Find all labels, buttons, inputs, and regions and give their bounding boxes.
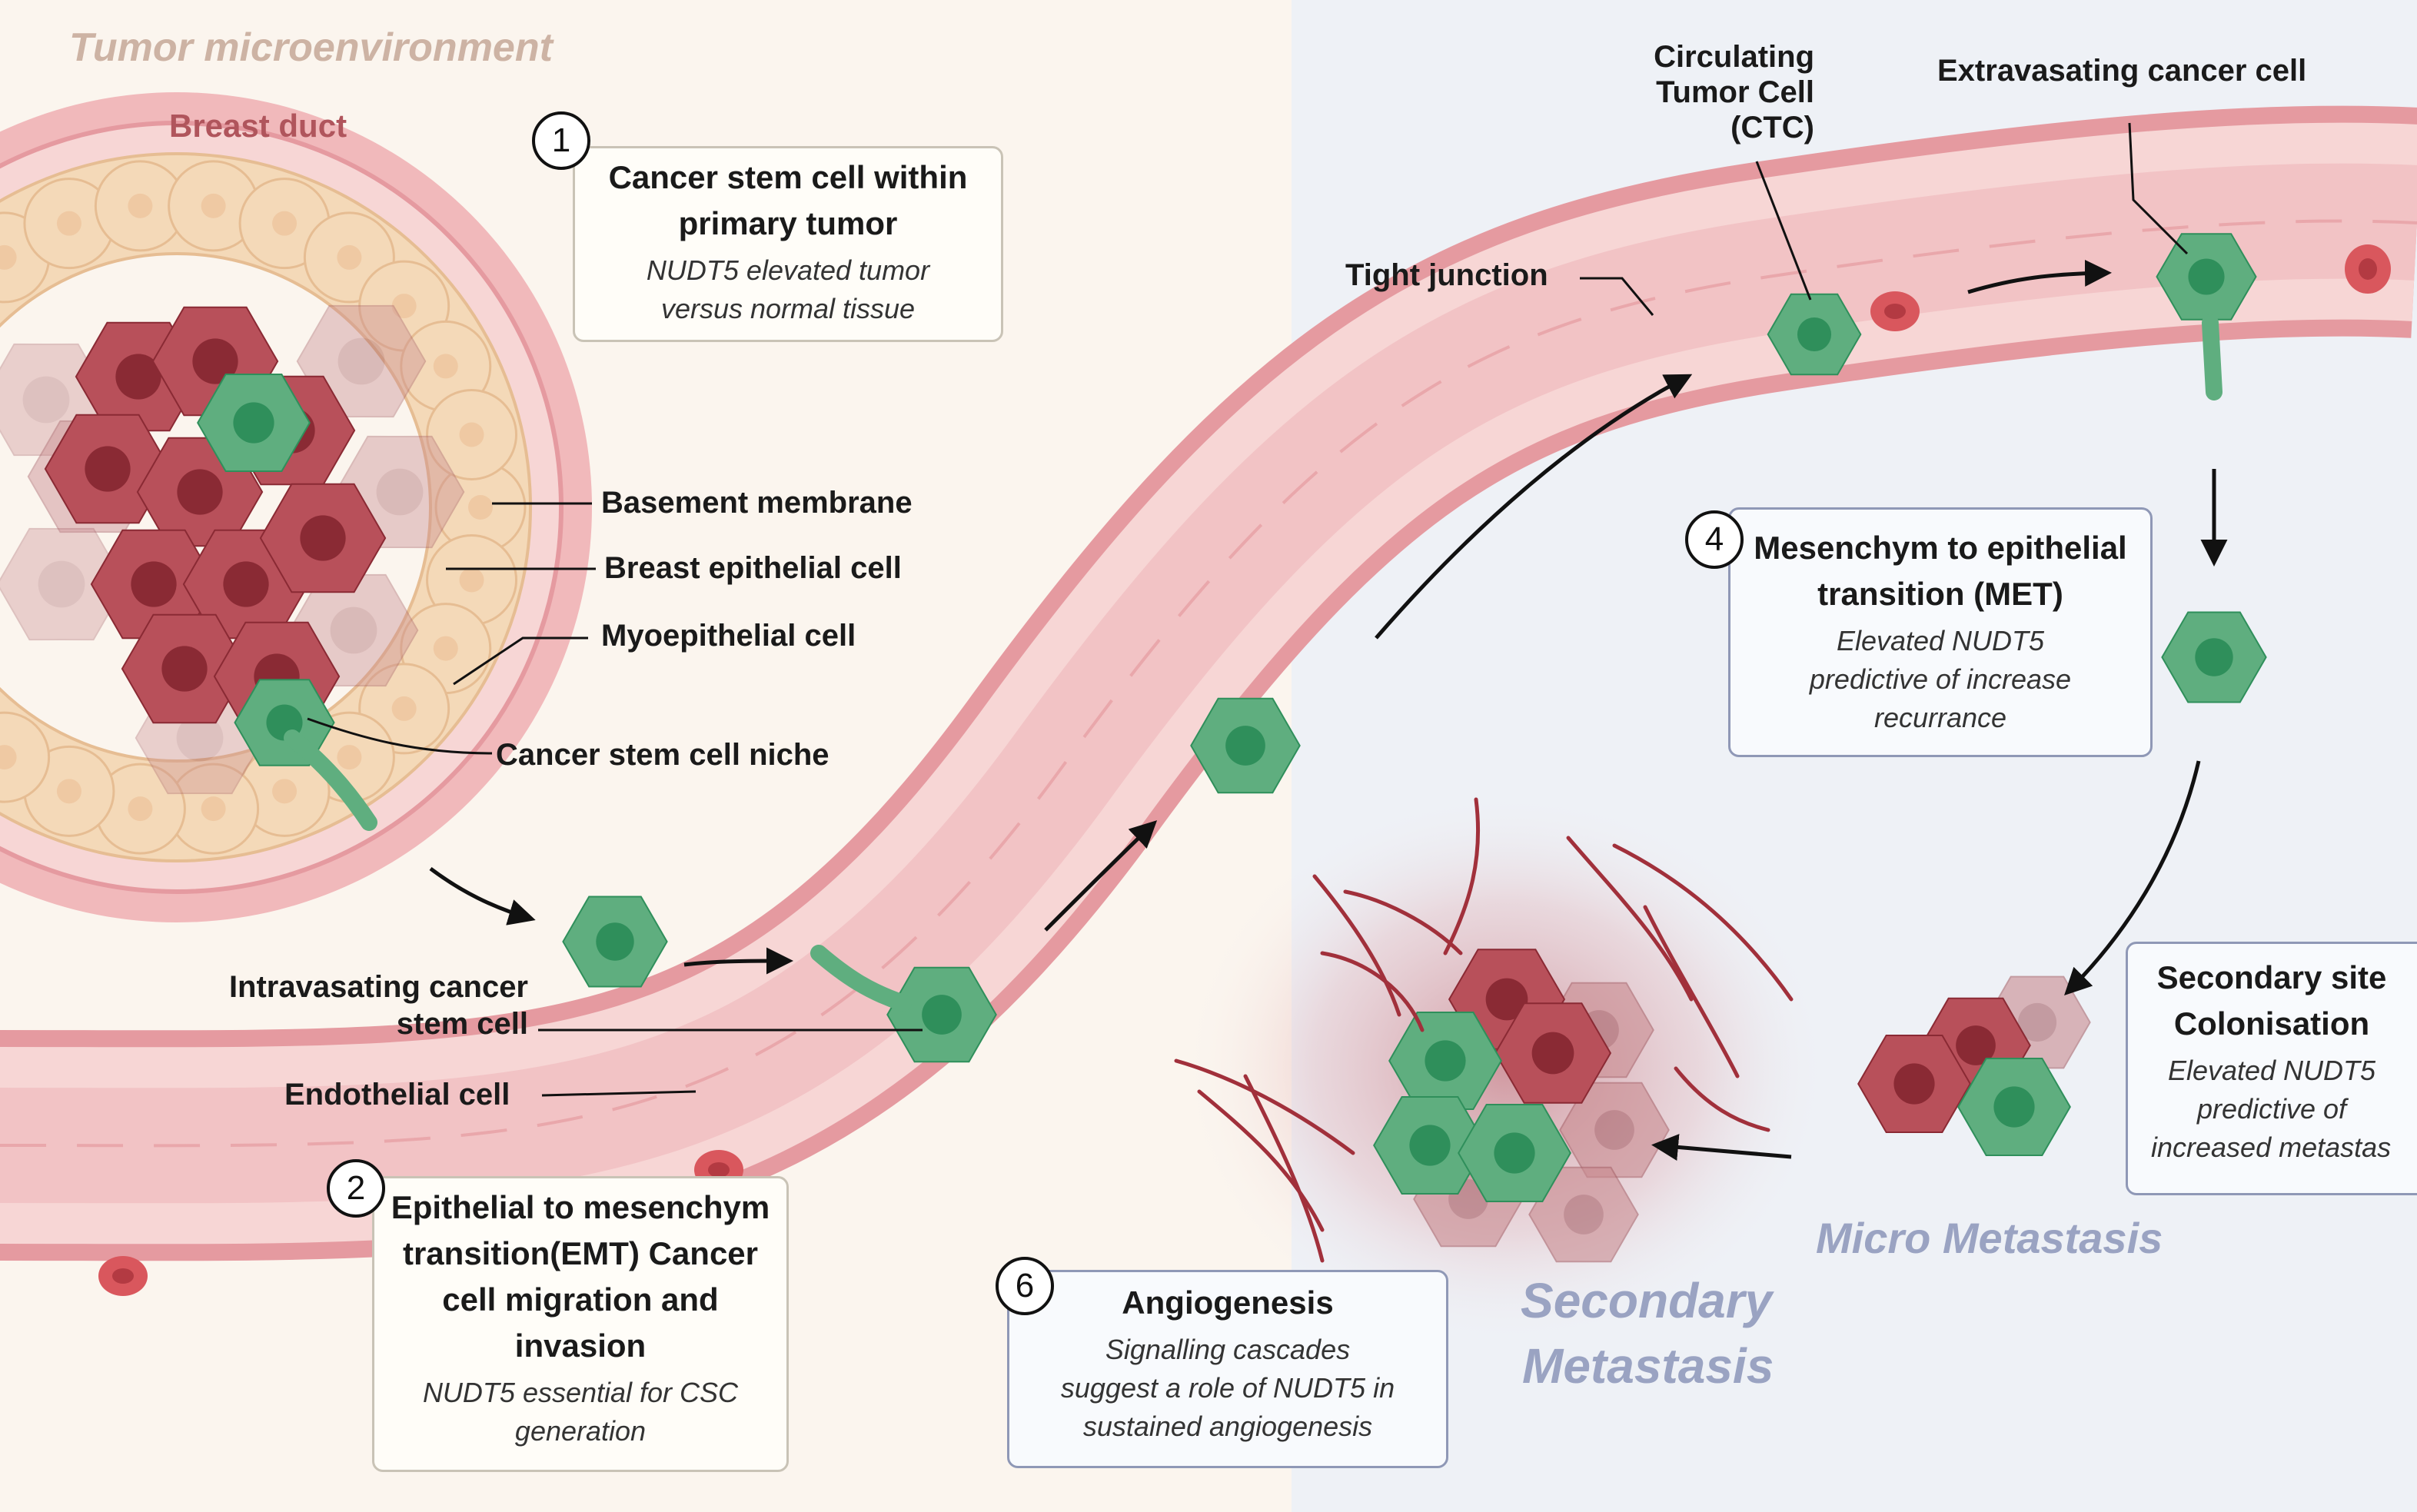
step-2-desc-2: generation <box>514 1415 647 1447</box>
step-4-number: 4 <box>1685 510 1744 569</box>
myoepithelial-cell-label: Myoepithelial cell <box>601 619 856 653</box>
metastasis-stem-cell <box>1373 1096 1487 1195</box>
faded-metastasis-cell <box>1559 1082 1670 1178</box>
ctc-label-1: Circulating <box>1654 40 1814 74</box>
step-1-desc-2: versus normal tissue <box>660 293 916 324</box>
arrow-to-extravasating <box>1967 259 2112 294</box>
step-4-desc-2: predictive of increase <box>1809 663 2072 695</box>
arrow-to-secondary <box>1651 1134 1792 1161</box>
angiogenesis-vessels <box>1174 797 1794 1263</box>
intravasating-label-2: stem cell <box>396 1007 528 1041</box>
step-1-title-2: primary tumor <box>678 205 898 241</box>
step-2-box: Epithelial to mesenchym transition(EMT) … <box>372 1176 789 1472</box>
ctc-label-3: (CTC) <box>1730 111 1814 145</box>
step-5-title-2: Colonisation <box>2173 1005 2370 1042</box>
intravasating-label-1: Intravasating cancer <box>228 970 528 1004</box>
migrating-stem-cell <box>562 896 668 988</box>
arrow-to-micro <box>2064 760 2201 995</box>
ctc-label-2: Tumor Cell <box>1656 75 1814 109</box>
micro-tumor-cell <box>1857 1035 1971 1133</box>
epithelial-cell <box>23 178 115 270</box>
step-2-number: 2 <box>327 1159 385 1218</box>
basement-membrane-label: Basement membrane <box>601 486 913 520</box>
secondary-metastasis-label-1: Secondary <box>1521 1273 1773 1328</box>
tumor-microenvironment-label: Tumor microenvironment <box>69 25 553 70</box>
tight-junction-label: Tight junction <box>1345 258 1548 292</box>
secondary-metastasis-label-2: Metastasis <box>1522 1338 1774 1394</box>
step-2-title-3: cell migration and <box>442 1281 719 1318</box>
arrow-along-vessel <box>1375 374 1693 640</box>
met-stem-cell <box>2161 611 2267 703</box>
epithelial-cell <box>168 763 260 855</box>
arrow-migrating-to-intravasating <box>683 947 793 975</box>
metastasis-stem-cell <box>1388 1012 1502 1110</box>
micro-stem-cell <box>1957 1058 2071 1156</box>
epithelial-cell <box>0 711 51 803</box>
tumor-cell <box>121 613 248 724</box>
step-6-number: 6 <box>996 1257 1054 1315</box>
step-5-desc-1: Elevated NUDT5 <box>2167 1055 2376 1086</box>
step-5-box: Secondary site Colonisation Elevated NUD… <box>2126 942 2417 1195</box>
faded-tumor-cell <box>0 527 127 641</box>
step-2-title-2: transition(EMT) Cancer <box>402 1235 759 1271</box>
step-6-box: Angiogenesis Signalling cascades suggest… <box>1007 1270 1448 1468</box>
epithelial-cell <box>238 745 331 837</box>
step-1-number: 1 <box>532 111 590 170</box>
step-2-title-4: invasion <box>514 1328 647 1364</box>
secondary-metastasis-cluster <box>1373 949 1670 1263</box>
tumor-cell <box>90 529 218 640</box>
niche-cell-protrusion <box>284 729 377 831</box>
red-blood-cells <box>98 244 2391 1296</box>
step-2-desc-1: NUDT5 essential for CSC <box>422 1377 739 1408</box>
metastasis-stem-cell <box>1458 1104 1571 1202</box>
step-4-desc-1: Elevated NUDT5 <box>1836 625 2045 656</box>
step-4-title-1: Mesenchym to epithelial <box>1754 530 2127 566</box>
endothelial-cell-label: Endothelial cell <box>284 1078 510 1112</box>
intravasating-stem-cell <box>886 966 997 1063</box>
cancer-stem-cells <box>197 233 2267 1063</box>
primary-stem-cell <box>197 374 311 472</box>
micro-metastasis-cluster <box>1857 975 2091 1156</box>
extravasating-protrusion <box>2202 314 2223 400</box>
step-5-clip: Secondary site Colonisation Elevated NUD… <box>2126 942 2417 1195</box>
step-6-desc-3: sustained angiogenesis <box>1082 1411 1373 1442</box>
tumor-cell <box>44 414 171 524</box>
blood-vessel <box>0 105 2417 1261</box>
intravasating-protrusion <box>810 945 912 1012</box>
arrow-niche-to-migrating <box>429 866 536 925</box>
step-5-desc-3: increased metastas <box>2151 1132 2392 1163</box>
breast-duct-label: Breast duct <box>169 108 347 144</box>
step-4-desc-3: recurrance <box>1873 702 2007 733</box>
step-4-title-2: transition (MET) <box>1817 576 2063 612</box>
circulating-tumor-cell <box>1767 293 1862 376</box>
step-5-desc-2: predictive of <box>2196 1093 2347 1125</box>
epithelial-cell <box>426 534 518 626</box>
step-1-title-1: Cancer stem cell within <box>608 159 968 195</box>
arrow-into-vessel <box>1044 820 1158 932</box>
extravasating-cancer-cell <box>2156 233 2257 321</box>
step-6-title: Angiogenesis <box>1122 1284 1334 1321</box>
extravasating-label: Extravasating cancer cell <box>1937 54 2307 88</box>
breast-epithelial-cell-label: Breast epithelial cell <box>604 551 902 585</box>
step-2-title-1: Epithelial to mesenchym <box>391 1189 770 1225</box>
leader-lines <box>307 122 2189 1097</box>
faded-metastasis-cell <box>1528 1166 1639 1263</box>
cancer-stem-cell-niche-label: Cancer stem cell niche <box>496 738 829 772</box>
step-5-title-1: Secondary site <box>2156 959 2387 995</box>
step-4-box: Mesenchym to epithelial transition (MET)… <box>1728 507 2153 757</box>
step-1-box: Cancer stem cell within primary tumor NU… <box>573 146 1003 342</box>
tumor-cell <box>259 483 387 593</box>
step-1-desc-1: NUDT5 elevated tumor <box>646 254 930 286</box>
progression-arrows <box>429 259 2228 1161</box>
step-6-desc-2: suggest a role of NUDT5 in <box>1060 1372 1395 1404</box>
micro-metastasis-label: Micro Metastasis <box>1816 1214 2163 1262</box>
step-6-desc-1: Signalling cascades <box>1105 1334 1351 1365</box>
circulating-stem-cell-1 <box>1190 697 1301 794</box>
epithelial-cell <box>426 388 518 480</box>
